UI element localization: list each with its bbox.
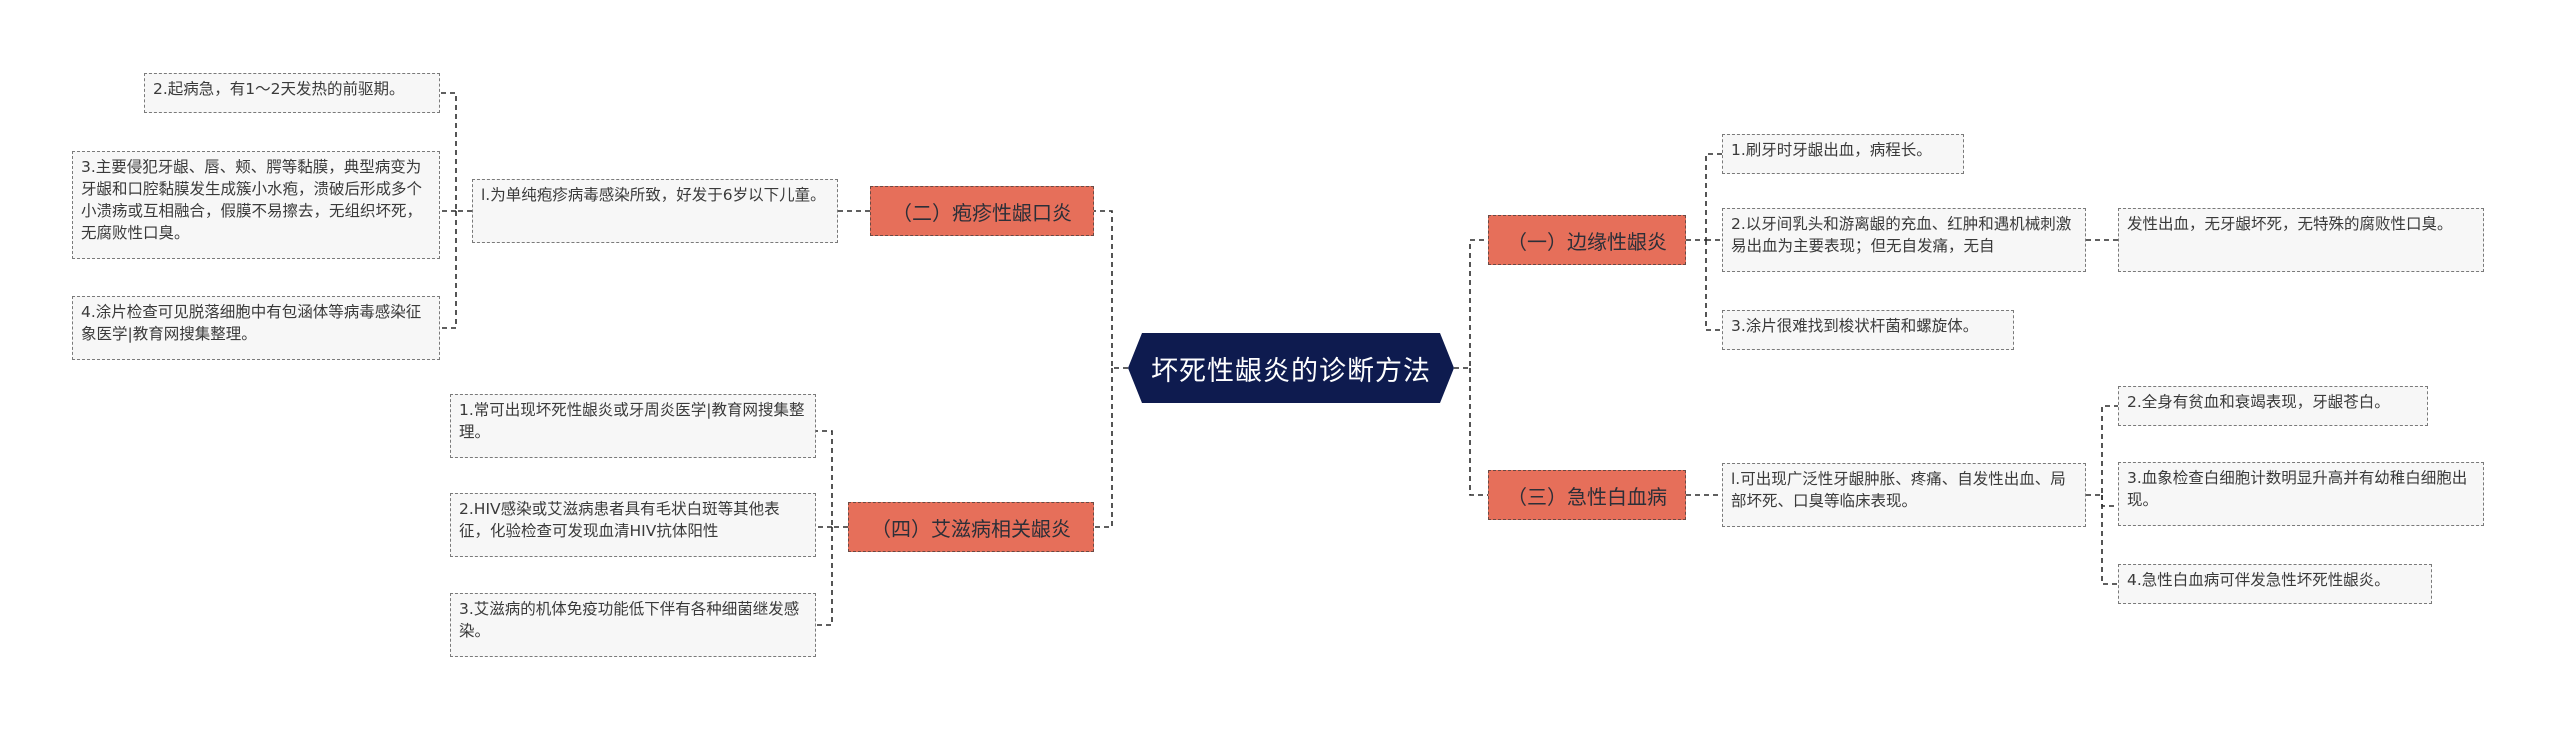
leaf-herpetic-3[interactable]: 3.主要侵犯牙龈、唇、颊、腭等黏膜，典型病变为牙龈和口腔黏膜发生成簇小水疱，溃破…	[72, 151, 440, 259]
branch-label: （三）急性白血病	[1507, 484, 1667, 509]
branch-marginal-gingivitis[interactable]: （一）边缘性龈炎	[1488, 215, 1686, 265]
leaf-text: 2.起病急，有1～2天发热的前驱期。	[153, 80, 405, 98]
leaf-text: 3.主要侵犯牙龈、唇、颊、腭等黏膜，典型病变为牙龈和口腔黏膜发生成簇小水疱，溃破…	[81, 158, 423, 242]
leaf-herpetic-4[interactable]: 4.涂片检查可见脱落细胞中有包涵体等病毒感染征象医学|教育网搜集整理。	[72, 296, 440, 360]
leaf-leukemia-4[interactable]: 4.急性白血病可伴发急性坏死性龈炎。	[2118, 564, 2432, 604]
leaf-herpetic-2[interactable]: 2.起病急，有1～2天发热的前驱期。	[144, 73, 440, 113]
leaf-marginal-3[interactable]: 3.涂片很难找到梭状杆菌和螺旋体。	[1722, 310, 2014, 350]
connector-root-branch1	[1454, 239, 1488, 369]
leaf-text: 3.涂片很难找到梭状杆菌和螺旋体。	[1731, 317, 1979, 335]
leaf-text: 1.刷牙时牙龈出血，病程长。	[1731, 141, 1932, 159]
branch-label: （四）艾滋病相关龈炎	[871, 516, 1071, 541]
branch-aids-gingivitis[interactable]: （四）艾滋病相关龈炎	[848, 502, 1094, 552]
branch-acute-leukemia[interactable]: （三）急性白血病	[1488, 470, 1686, 520]
connector-l2-sub2	[440, 92, 472, 212]
connector-root-branch3	[1469, 368, 1488, 496]
connector-l2-sub4	[440, 211, 457, 329]
leaf-aids-3[interactable]: 3.艾滋病的机体免疫功能低下伴有各种细菌继发感染。	[450, 593, 816, 657]
connector-b4-leaf3	[816, 527, 833, 626]
leaf-leukemia-3[interactable]: 3.血象检查白细胞计数明显升高并有幼稚白细胞出现。	[2118, 462, 2484, 526]
leaf-text: 2.以牙间乳头和游离龈的充血、红肿和遇机械刺激易出血为主要表现；但无自发痛，无自	[1731, 215, 2072, 255]
leaf-text: 2.全身有贫血和衰竭表现，牙龈苍白。	[2127, 393, 2390, 411]
root-topic[interactable]: 坏死性龈炎的诊断方法	[1128, 333, 1454, 403]
leaf-text: 3.艾滋病的机体免疫功能低下伴有各种细菌继发感染。	[459, 600, 800, 640]
leaf-leukemia-2[interactable]: 2.全身有贫血和衰竭表现，牙龈苍白。	[2118, 386, 2428, 426]
leaf-aids-2[interactable]: 2.HIV感染或艾滋病患者具有毛状白斑等其他表征，化验检查可发现血清HIV抗体阳…	[450, 493, 816, 557]
leaf-marginal-1[interactable]: 1.刷牙时牙龈出血，病程长。	[1722, 134, 1964, 174]
leaf-text: 发性出血，无牙龈坏死，无特殊的腐败性口臭。	[2127, 215, 2453, 233]
connector-r3-sub3	[2101, 495, 2118, 585]
root-title: 坏死性龈炎的诊断方法	[1151, 355, 1431, 387]
leaf-text: 1.常可出现坏死性龈炎或牙周炎医学|教育网搜集整理。	[459, 401, 805, 441]
leaf-text: l.为单纯疱疹病毒感染所致，好发于6岁以下儿童。	[481, 186, 826, 204]
connector-root-branch4	[1094, 368, 1113, 528]
connector-b1-leaf1	[1686, 153, 1722, 241]
leaf-text: 4.急性白血病可伴发急性坏死性龈炎。	[2127, 571, 2390, 589]
leaf-text: l.可出现广泛性牙龈肿胀、疼痛、自发性出血、局部坏死、口臭等临床表现。	[1731, 470, 2066, 510]
connector-r3-sub2	[2101, 495, 2118, 507]
leaf-marginal-2-continued[interactable]: 发性出血，无牙龈坏死，无特殊的腐败性口臭。	[2118, 208, 2484, 272]
connector-b4-leaf1	[816, 430, 848, 528]
branch-label: （一）边缘性龈炎	[1507, 229, 1667, 254]
connector-r3-sub1	[2086, 405, 2118, 496]
connector-b1-leaf3	[1705, 240, 1722, 331]
leaf-leukemia-1[interactable]: l.可出现广泛性牙龈肿胀、疼痛、自发性出血、局部坏死、口臭等临床表现。	[1722, 463, 2086, 527]
leaf-marginal-2[interactable]: 2.以牙间乳头和游离龈的充血、红肿和遇机械刺激易出血为主要表现；但无自发痛，无自	[1722, 208, 2086, 272]
connector-root-branch2	[1094, 210, 1128, 369]
branch-herpetic-gingivostomatitis[interactable]: （二）疱疹性龈口炎	[870, 186, 1094, 236]
leaf-text: 4.涂片检查可见脱落细胞中有包涵体等病毒感染征象医学|教育网搜集整理。	[81, 303, 422, 343]
leaf-text: 3.血象检查白细胞计数明显升高并有幼稚白细胞出现。	[2127, 469, 2468, 509]
leaf-aids-1[interactable]: 1.常可出现坏死性龈炎或牙周炎医学|教育网搜集整理。	[450, 394, 816, 458]
leaf-herpetic-1[interactable]: l.为单纯疱疹病毒感染所致，好发于6岁以下儿童。	[472, 179, 838, 243]
branch-label: （二）疱疹性龈口炎	[892, 200, 1072, 225]
leaf-text: 2.HIV感染或艾滋病患者具有毛状白斑等其他表征，化验检查可发现血清HIV抗体阳…	[459, 500, 780, 540]
